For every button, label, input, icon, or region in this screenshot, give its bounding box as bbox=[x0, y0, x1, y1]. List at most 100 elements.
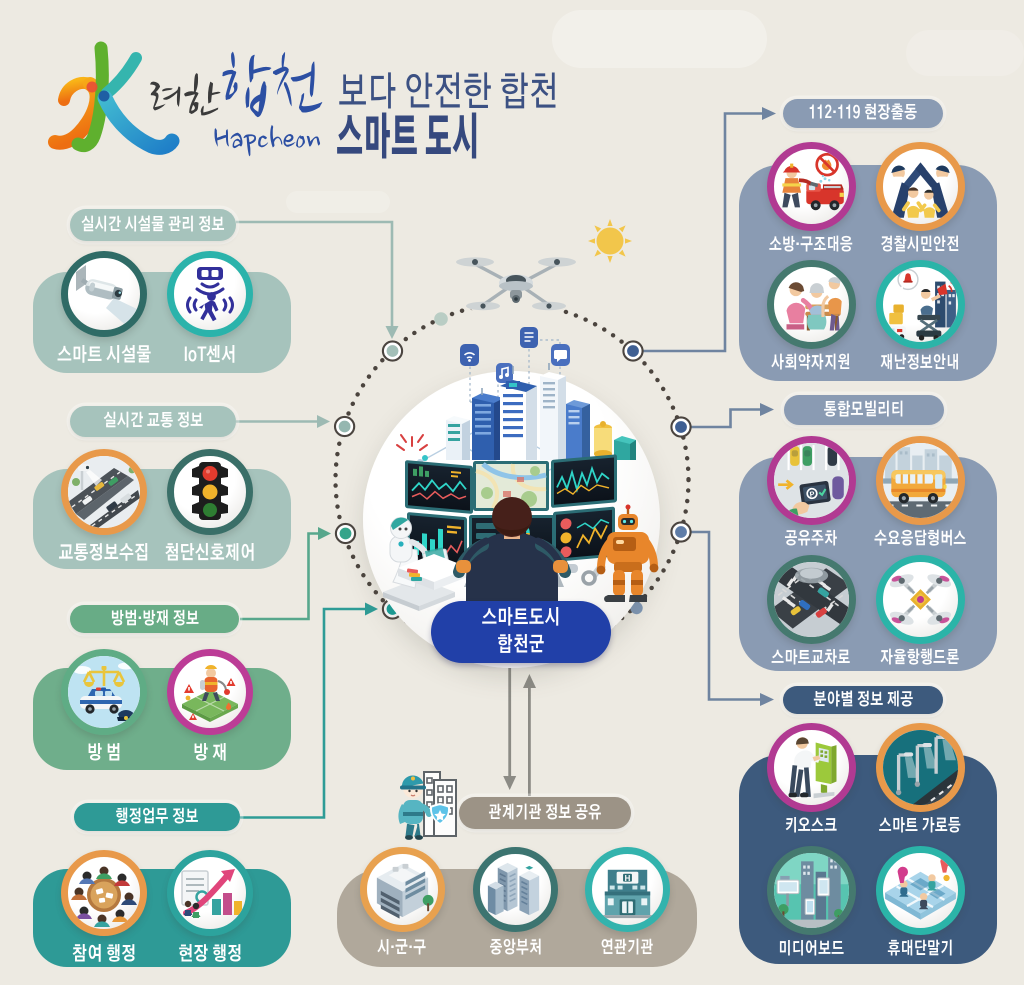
kiosk-icon bbox=[788, 736, 836, 798]
item-label: 자율항행드론 bbox=[840, 648, 1000, 669]
svg-text:P: P bbox=[809, 489, 815, 499]
item-circle-fire-rescue-icon bbox=[766, 141, 856, 231]
streetlight-icon bbox=[882, 729, 958, 805]
group-pill-admin-info: 행정업무 정보 bbox=[74, 803, 240, 831]
connector-facility bbox=[236, 220, 394, 326]
item-label-text: 방 범 bbox=[87, 744, 121, 763]
item-label: 경찰시민안전 bbox=[840, 235, 1000, 256]
svg-text:H: H bbox=[624, 873, 630, 882]
arrowhead bbox=[385, 326, 399, 339]
page-title-line2: 스마트 도시 bbox=[336, 116, 480, 164]
item-label-text: 수요응답형버스 bbox=[873, 531, 967, 548]
group-pill-safety-info: 방범·방재 정보 bbox=[70, 605, 239, 633]
group-pill-label: 통합모빌리티 bbox=[823, 401, 905, 419]
item-label: 휴대단말기 bbox=[840, 939, 1000, 960]
mobile-terminal-icon bbox=[884, 855, 956, 920]
item-circle-autonomous-drone-icon bbox=[875, 554, 965, 644]
item-label-text: IoT센서 bbox=[183, 346, 237, 365]
connector-mobility bbox=[691, 408, 760, 429]
item-label: IoT센서 bbox=[130, 344, 290, 368]
item-label-text: 소방·구조대응 bbox=[768, 237, 854, 254]
participation-icon bbox=[71, 866, 137, 927]
item-circle-streetlight-icon bbox=[875, 722, 965, 812]
item-label: 키오스크 bbox=[731, 816, 891, 837]
item-circle-traffic-collection-icon bbox=[61, 449, 147, 535]
police-citizen-icon bbox=[890, 162, 950, 218]
app-icon-chips bbox=[460, 327, 570, 383]
item-label: 스마트교차로 bbox=[731, 648, 891, 669]
item-label: 방 재 bbox=[130, 742, 290, 766]
arrowhead bbox=[760, 693, 774, 706]
item-label-text: 자율항행드론 bbox=[880, 650, 960, 667]
crime-prevention-icon bbox=[68, 656, 140, 728]
item-label: 공유주차 bbox=[731, 529, 891, 550]
item-label-text: 스마트 시설물 bbox=[56, 346, 152, 365]
drone-body bbox=[456, 257, 576, 311]
item-label: 사회약자지원 bbox=[731, 353, 891, 374]
item-label-text: 교통정보수집 bbox=[58, 544, 150, 563]
connector-safety bbox=[240, 532, 318, 621]
ring-dot bbox=[434, 312, 448, 326]
item-label-text: 스마트교차로 bbox=[771, 650, 851, 667]
item-label: 연관기관 bbox=[547, 938, 707, 959]
item-label: 미디어보드 bbox=[731, 939, 891, 960]
node-facility bbox=[381, 340, 404, 362]
background-blob bbox=[906, 30, 1024, 76]
node-safety bbox=[334, 522, 357, 545]
logo-text-ryeohan: 려한 bbox=[149, 72, 221, 128]
group-pill-traffic-info: 실시간 교통 정보 bbox=[70, 406, 236, 437]
sun-icon bbox=[588, 219, 632, 263]
disaster-prevention-icon bbox=[182, 665, 238, 722]
page-title-line1: 보다 안전한 합천 bbox=[338, 74, 559, 114]
drone-icon bbox=[456, 248, 576, 322]
arrowhead bbox=[523, 674, 536, 688]
policeman-mascot bbox=[398, 771, 457, 840]
city-buildings bbox=[446, 363, 636, 460]
item-label-text: 첨단신호제어 bbox=[164, 544, 256, 563]
group-pill-label: 관계기관 정보 공유 bbox=[488, 804, 602, 822]
item-label-text: 방 재 bbox=[193, 744, 227, 763]
item-label: 현장 행정 bbox=[130, 943, 290, 967]
item-circle-disaster-prevention-icon bbox=[167, 649, 253, 735]
item-circle-mobile-terminal-icon bbox=[875, 845, 965, 935]
sparkle bbox=[396, 434, 428, 451]
item-label: 중앙부처 bbox=[436, 938, 596, 959]
item-circle-cctv-camera-icon bbox=[61, 251, 147, 337]
shared-parking-icon: P bbox=[773, 442, 849, 518]
item-label-text: 스마트 가로등 bbox=[878, 818, 962, 835]
arrowhead bbox=[762, 107, 776, 120]
item-circle-police-citizen-icon bbox=[875, 141, 965, 231]
item-circle-media-board-icon bbox=[766, 845, 856, 935]
item-circle-smart-intersection-icon bbox=[766, 554, 856, 644]
disaster-alert-icon bbox=[886, 268, 957, 341]
ring-dot bbox=[630, 601, 643, 615]
item-label: 소방·구조대응 bbox=[731, 235, 891, 256]
smart-intersection-icon bbox=[773, 561, 849, 637]
item-circle-field-admin-icon bbox=[167, 850, 253, 936]
assistant-robot bbox=[383, 517, 470, 611]
logo-text-hapcheon: 합천 bbox=[221, 50, 320, 128]
node-traffic bbox=[333, 415, 356, 438]
hub-label-line1: 스마트도시 bbox=[481, 608, 561, 629]
maintenance-robot bbox=[581, 504, 659, 602]
item-label: 재난정보안내 bbox=[840, 353, 1000, 374]
group-pill-label: 112·119 현장출동 bbox=[808, 105, 918, 122]
social-support-icon bbox=[786, 276, 842, 331]
city-hall-icon bbox=[376, 863, 434, 919]
item-circle-social-support-icon bbox=[766, 259, 856, 349]
arrowhead bbox=[760, 403, 774, 416]
item-label: 스마트 시설물 bbox=[24, 344, 184, 368]
node-mobility bbox=[670, 416, 692, 438]
item-label: 교통정보수집 bbox=[24, 542, 184, 566]
arrowhead bbox=[317, 415, 330, 428]
operator-person bbox=[453, 497, 571, 601]
group-pill-mobility: 통합모빌리티 bbox=[784, 395, 944, 425]
item-label: 스마트 가로등 bbox=[840, 816, 1000, 837]
item-label-text: 연관기관 bbox=[600, 940, 654, 957]
field-admin-icon bbox=[181, 869, 242, 918]
item-circle-kiosk-icon bbox=[766, 722, 856, 812]
arrowhead bbox=[318, 527, 331, 540]
item-label-text: 공유주차 bbox=[784, 531, 838, 548]
item-label: 참여 행정 bbox=[24, 943, 184, 967]
